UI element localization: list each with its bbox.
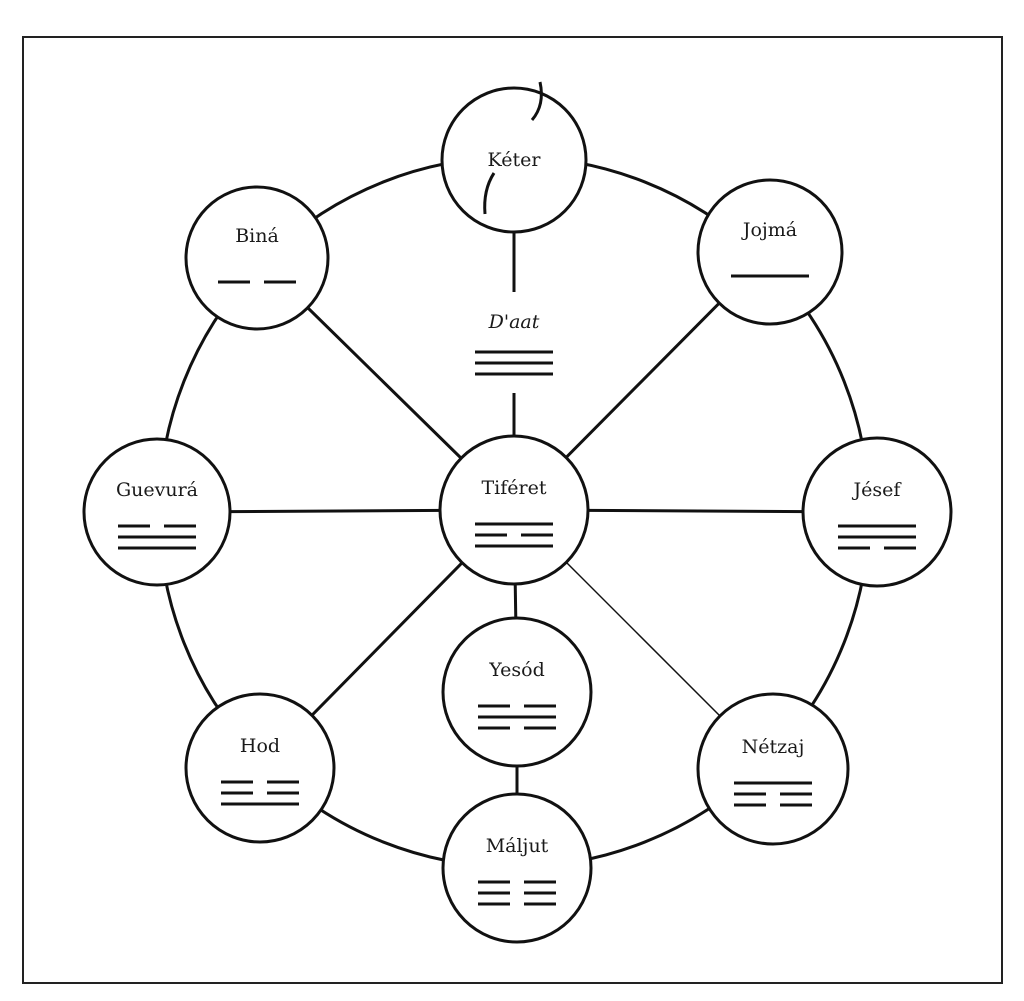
node-netzaj: Nétzaj (696, 692, 850, 846)
node-circle (184, 692, 336, 844)
node-yesod: Yesód (441, 616, 593, 768)
node-label: Nétzaj (742, 736, 805, 758)
node-circle (696, 178, 844, 326)
node-keter: Kéter (440, 81, 588, 234)
node-guevura: Guevurá (82, 437, 232, 587)
node-label: Máljut (486, 835, 549, 857)
node-label: Hod (240, 735, 280, 757)
node-label: Kéter (488, 149, 542, 171)
node-label: D'aat (488, 311, 540, 333)
node-label: Biná (235, 225, 279, 247)
node-hod: Hod (184, 692, 336, 844)
node-bina: Biná (184, 185, 330, 331)
node-circle (801, 436, 953, 588)
node-circle (82, 437, 232, 587)
node-jojma: Jojmá (696, 178, 844, 326)
node-label: Jésef (852, 479, 903, 501)
node-jesef: Jésef (801, 436, 953, 588)
frame-border (22, 36, 1003, 984)
node-circle (441, 616, 593, 768)
node-label: Jojmá (741, 219, 797, 241)
node-daat: D'aat (475, 311, 553, 376)
node-tiferet: Tiféret (438, 434, 590, 586)
node-label: Tiféret (482, 477, 547, 499)
node-circle (441, 792, 593, 944)
node-circle (696, 692, 850, 846)
node-maljut: Máljut (441, 792, 593, 944)
keter-upper-stroke (530, 81, 543, 121)
node-circle (184, 185, 330, 331)
node-circle (438, 434, 590, 586)
node-label: Guevurá (116, 479, 198, 501)
keter-lower-stroke (483, 172, 496, 215)
node-circle (440, 86, 588, 234)
node-label: Yesód (488, 659, 545, 681)
